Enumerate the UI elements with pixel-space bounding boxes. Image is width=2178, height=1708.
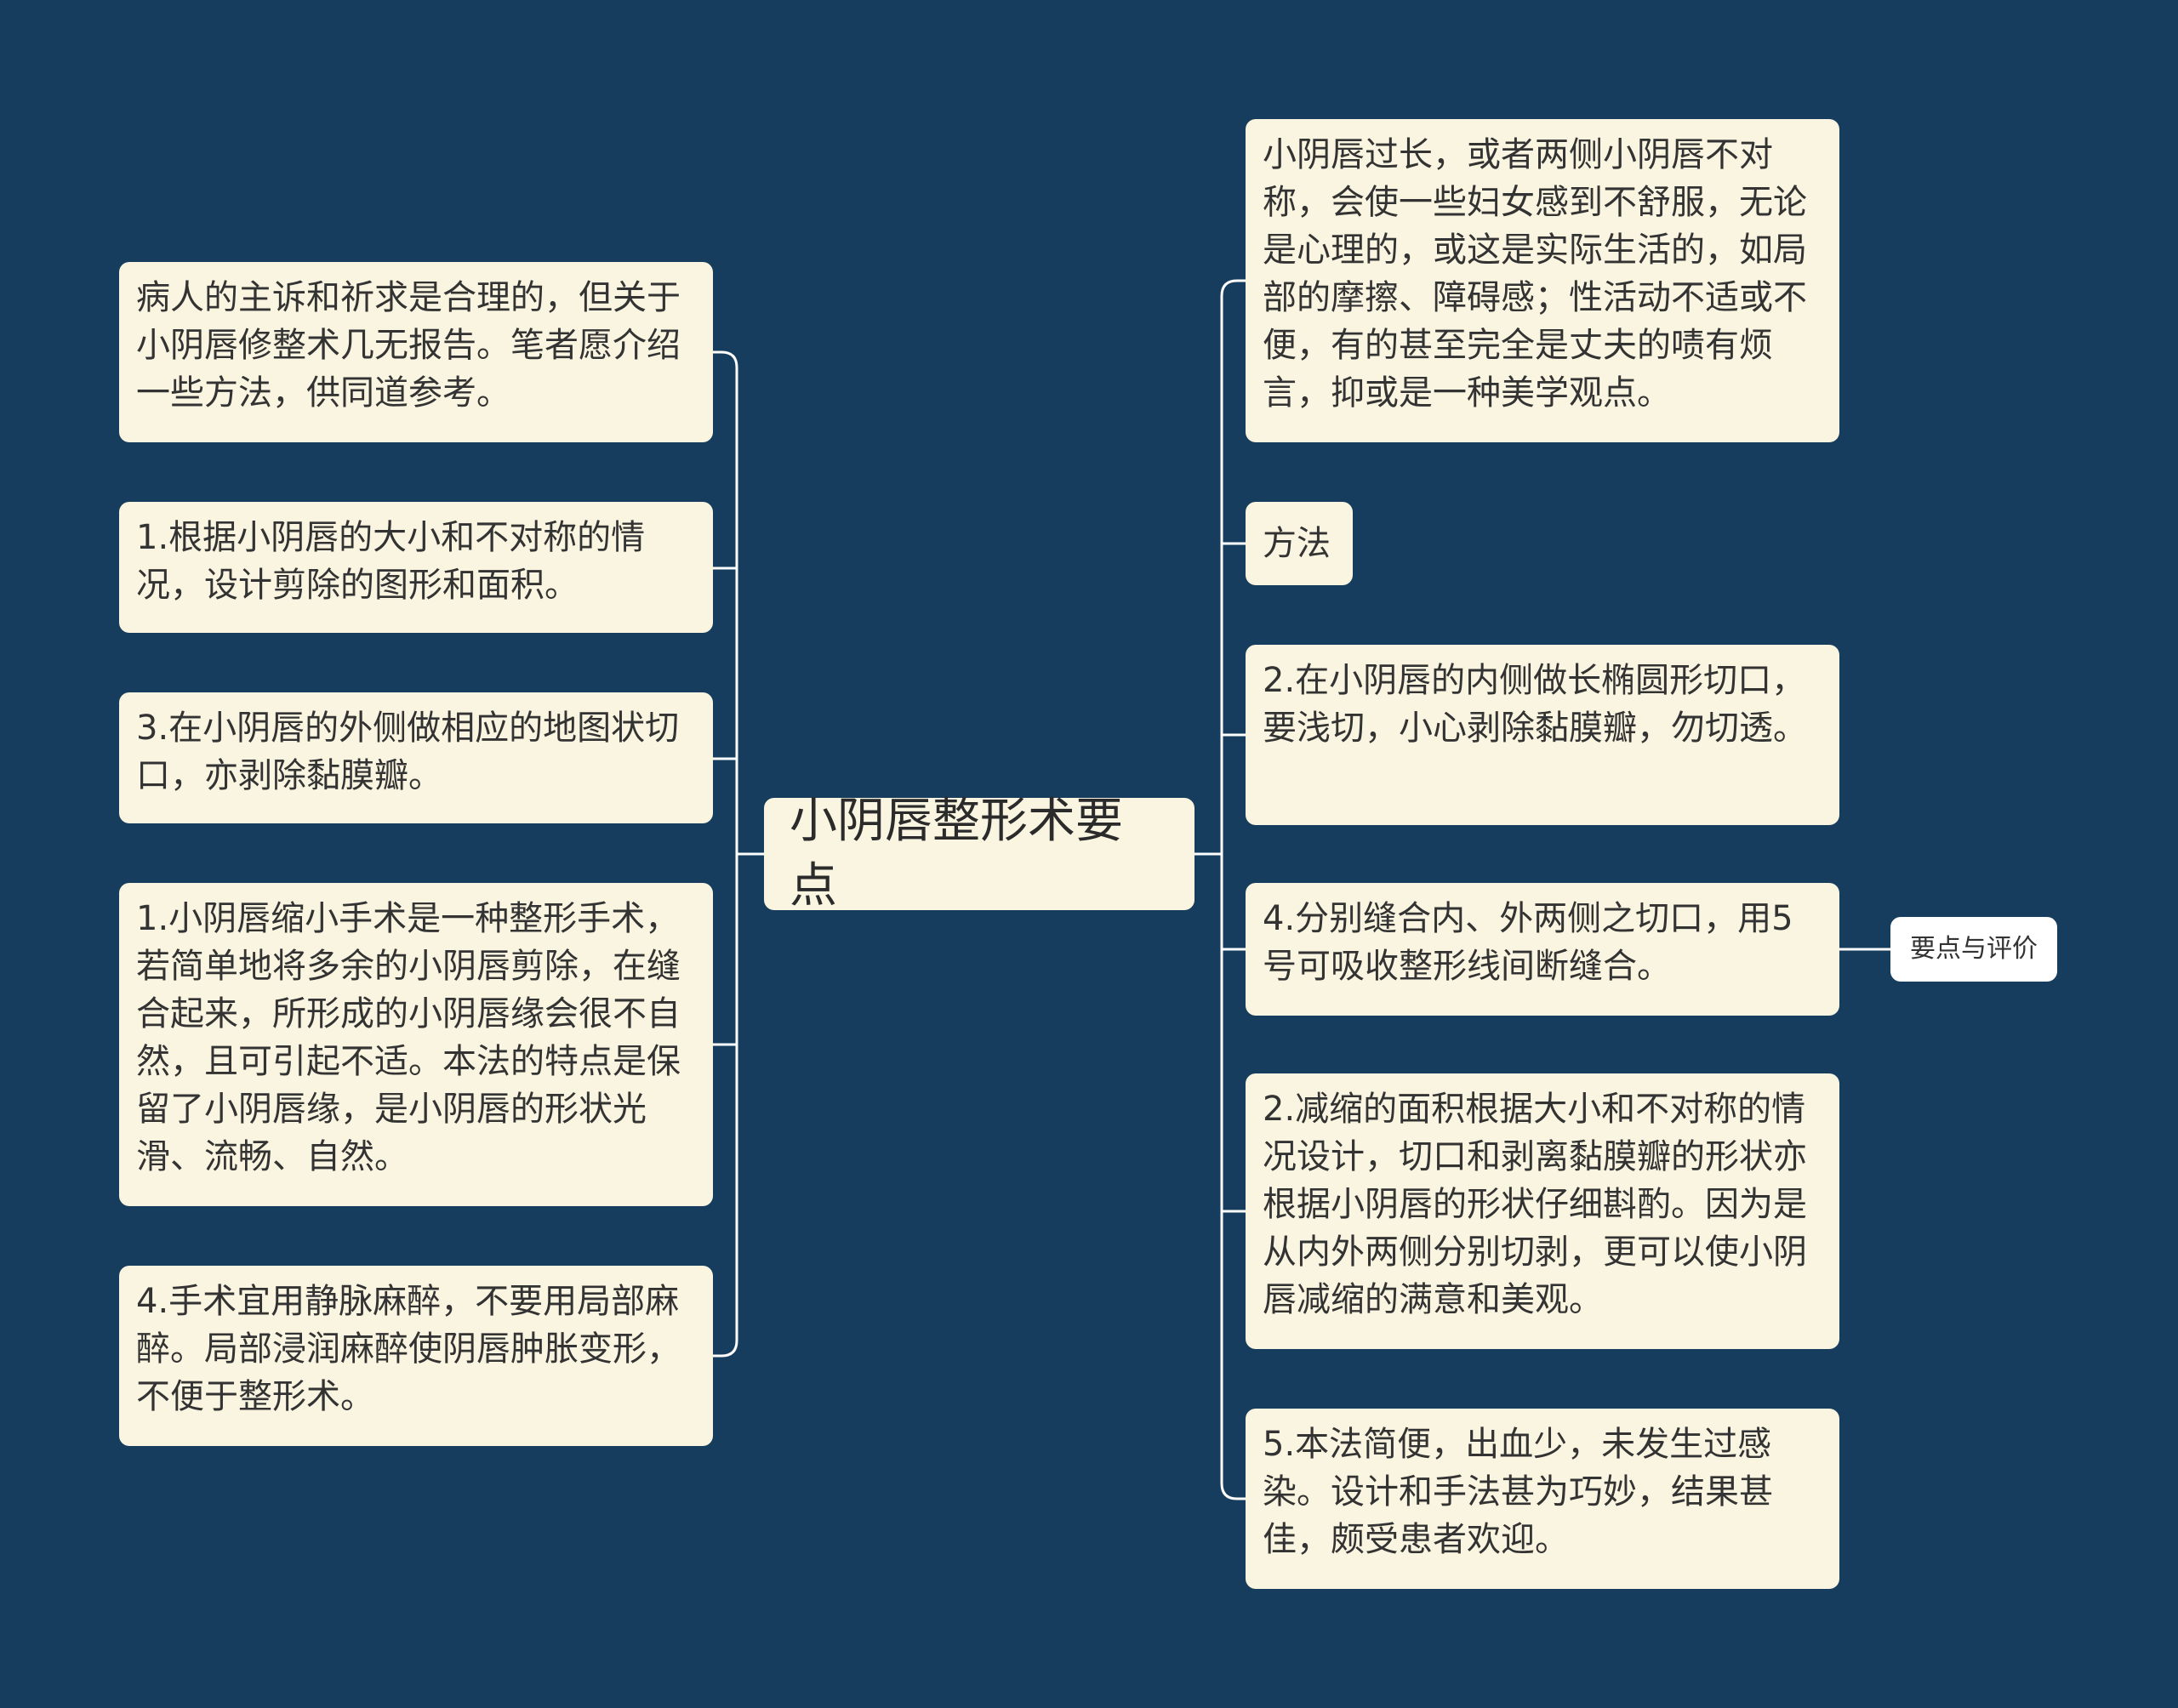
right-node-method[interactable]: 方法 — [1246, 502, 1353, 585]
connector-right-branch — [1220, 279, 1246, 297]
left-node-5-text: 4.手术宜用静脉麻醉，不要用局部麻醉。局部浸润麻醉使阴唇肿胀变形，不便于整形术。 — [136, 1282, 681, 1416]
right-node-5-text: 2.减缩的面积根据大小和不对称的情况设计，切口和剥离黏膜瓣的形状亦根据小阴唇的形… — [1263, 1090, 1807, 1319]
right-node-4-text: 4.分别缝合内、外两侧之切口，用5号可吸收整形线间断缝合。 — [1263, 899, 1793, 986]
left-node-3-text: 3.在小阴唇的外侧做相应的地图状切口，亦剥除黏膜瓣。 — [136, 709, 680, 795]
right-node-3[interactable]: 2.在小阴唇的内侧做长椭圆形切口，要浅切，小心剥除黏膜瓣，勿切透。 — [1246, 645, 1839, 825]
right-node-6[interactable]: 5.本法简便，出血少，未发生过感染。设计和手法甚为巧妙，结果甚佳，颇受患者欢迎。 — [1246, 1409, 1839, 1589]
right-node-1-text: 小阴唇过长，或者两侧小阴唇不对称，会使一些妇女感到不舒服，无论是心理的，或这是实… — [1263, 135, 1807, 413]
connector-right-branch — [1220, 1483, 1246, 1500]
right-node-1[interactable]: 小阴唇过长，或者两侧小阴唇不对称，会使一些妇女感到不舒服，无论是心理的，或这是实… — [1246, 119, 1839, 442]
root-node[interactable]: 小阴唇整形术要点 — [764, 794, 1194, 914]
root-node-text: 小阴唇整形术要点 — [790, 794, 1123, 914]
left-node-4[interactable]: 1.小阴唇缩小手术是一种整形手术，若简单地将多余的小阴唇剪除，在缝合起来，所形成… — [119, 883, 713, 1206]
sub-node-evaluation[interactable]: 要点与评价 — [1890, 917, 2057, 982]
left-node-1[interactable]: 病人的主诉和祈求是合理的，但关于小阴唇修整术几无报告。笔者愿介绍一些方法，供同道… — [119, 262, 713, 442]
left-node-4-text: 1.小阴唇缩小手术是一种整形手术，若简单地将多余的小阴唇剪除，在缝合起来，所形成… — [136, 899, 681, 1176]
connector-left-branch — [713, 1340, 738, 1358]
left-node-2-text: 1.根据小阴唇的大小和不对称的情况，设计剪除的图形和面积。 — [136, 518, 646, 605]
right-node-5[interactable]: 2.减缩的面积根据大小和不对称的情况设计，切口和剥离黏膜瓣的形状亦根据小阴唇的形… — [1246, 1073, 1839, 1349]
right-node-3-text: 2.在小阴唇的内侧做长椭圆形切口，要浅切，小心剥除黏膜瓣，勿切透。 — [1263, 661, 1807, 748]
right-node-method-text: 方法 — [1263, 524, 1331, 563]
left-node-3[interactable]: 3.在小阴唇的外侧做相应的地图状切口，亦剥除黏膜瓣。 — [119, 692, 713, 823]
left-node-1-text: 病人的主诉和祈求是合理的，但关于小阴唇修整术几无报告。笔者愿介绍一些方法，供同道… — [136, 278, 681, 413]
right-node-4[interactable]: 4.分别缝合内、外两侧之切口，用5号可吸收整形线间断缝合。 — [1246, 883, 1839, 1016]
left-node-5[interactable]: 4.手术宜用静脉麻醉，不要用局部麻醉。局部浸润麻醉使阴唇肿胀变形，不便于整形术。 — [119, 1266, 713, 1446]
left-node-2[interactable]: 1.根据小阴唇的大小和不对称的情况，设计剪除的图形和面积。 — [119, 502, 713, 633]
connector-left-branch — [713, 350, 738, 368]
right-node-6-text: 5.本法简便，出血少，未发生过感染。设计和手法甚为巧妙，结果甚佳，颇受患者欢迎。 — [1263, 1425, 1773, 1559]
sub-node-evaluation-text: 要点与评价 — [1910, 934, 2038, 964]
